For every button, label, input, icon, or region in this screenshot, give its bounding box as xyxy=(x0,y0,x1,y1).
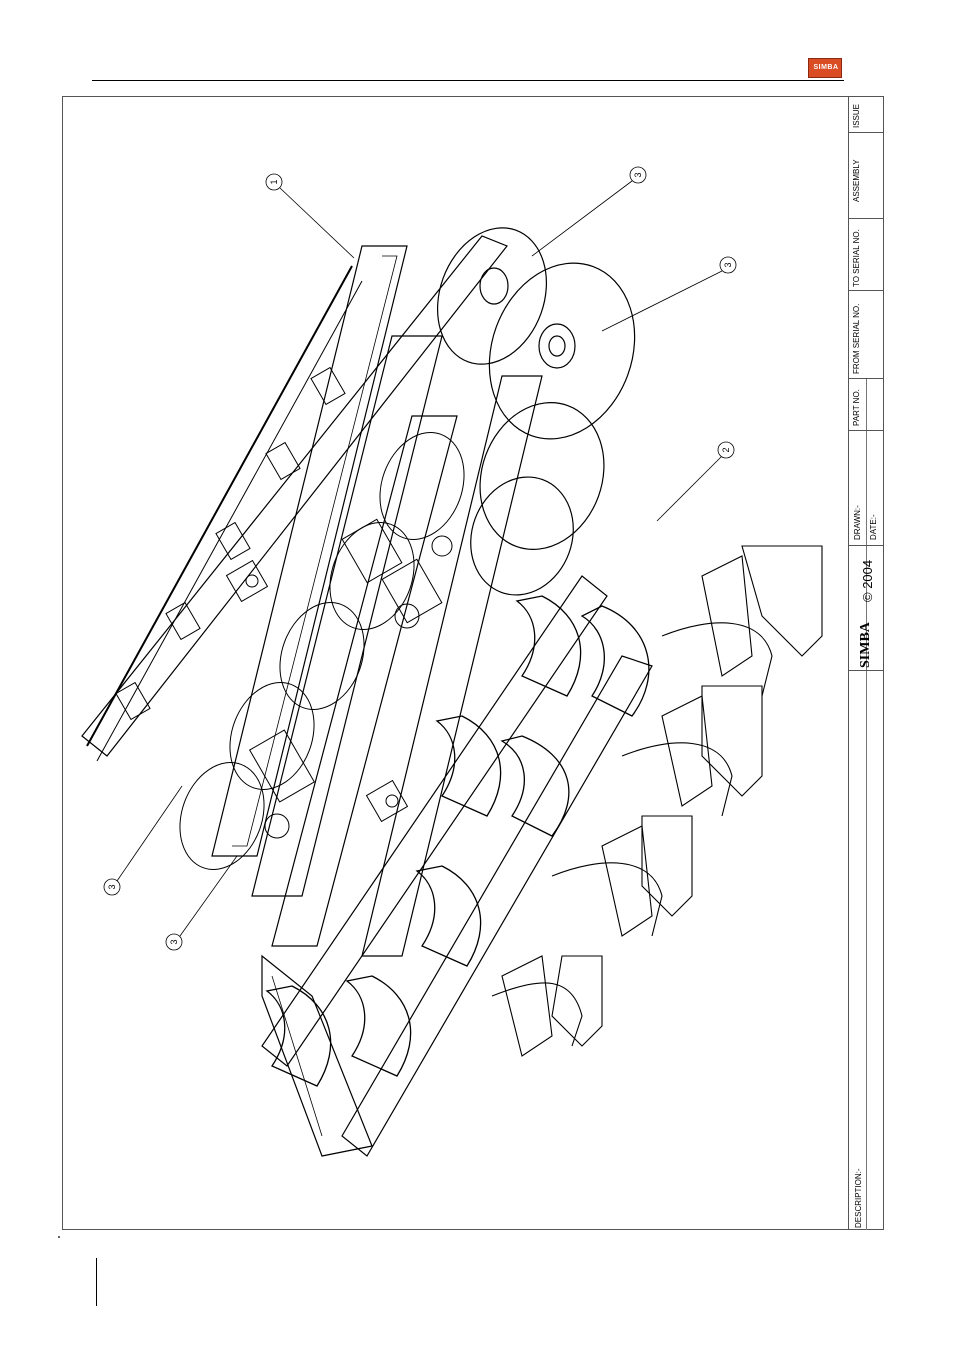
from-serial-label: FROM SERIAL NO. xyxy=(852,304,862,374)
callout-number: 3 xyxy=(107,884,117,889)
disc xyxy=(419,212,565,379)
callout-bubble: 2 xyxy=(718,442,734,458)
title-block-divider xyxy=(866,670,867,1230)
title-block-separator xyxy=(848,670,884,671)
title-block-divider xyxy=(866,378,867,430)
to-serial-label: TO SERIAL NO. xyxy=(852,229,862,287)
page-mark xyxy=(58,1236,60,1238)
assembly-label: ASSEMBLY xyxy=(852,159,862,202)
cross-beam xyxy=(342,656,652,1156)
callout-bubble: 3 xyxy=(630,167,646,183)
tine xyxy=(662,623,772,696)
title-block-logo: SIMBA xyxy=(858,622,874,668)
tine-shield xyxy=(347,976,411,1076)
disc xyxy=(460,385,624,567)
title-block-separator xyxy=(848,218,884,219)
brand-logo: SIMBA xyxy=(808,58,842,78)
callout-number: 3 xyxy=(723,262,733,267)
issue-label: ISSUE xyxy=(852,104,862,128)
tine-shield xyxy=(417,866,481,966)
title-block-separator xyxy=(848,132,884,133)
part-no-label: PART NO. xyxy=(852,389,862,426)
frame-beam xyxy=(252,336,442,896)
machine-assembly-drawing: 1 3 3 2 3 3 xyxy=(62,96,848,1230)
title-block-separator xyxy=(848,290,884,291)
brand-logo-text: SIMBA xyxy=(809,59,843,77)
disc xyxy=(465,242,658,459)
cross-beam xyxy=(82,236,507,756)
copyright-text: © 2004 xyxy=(860,560,876,602)
drawn-label: DRAWN:- xyxy=(853,505,863,540)
callout-number: 3 xyxy=(633,172,643,177)
tine-point xyxy=(642,816,692,916)
callout-number: 1 xyxy=(269,179,279,184)
margin-rule xyxy=(96,1258,97,1306)
title-block-separator xyxy=(848,430,884,431)
description-label: DESCRIPTION:- xyxy=(854,1168,864,1228)
callout-bubble: 1 xyxy=(266,174,282,190)
header-rule xyxy=(92,80,844,81)
callout-bubble: 3 xyxy=(104,879,120,895)
callout-bubble: 3 xyxy=(166,934,182,950)
title-block-separator xyxy=(848,378,884,379)
callout-bubble: 3 xyxy=(720,257,736,273)
callout-number: 3 xyxy=(169,939,179,944)
tine-shield xyxy=(502,736,569,836)
callout-number: 2 xyxy=(721,447,731,452)
tine-point xyxy=(742,546,822,656)
date-label: DATE:- xyxy=(869,514,879,540)
title-block-separator xyxy=(848,545,884,546)
